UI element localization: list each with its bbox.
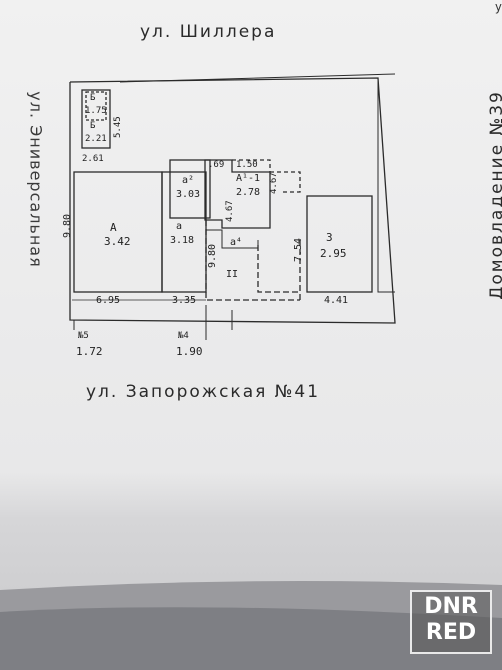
corner-mark: у (494, 0, 502, 14)
dim-7-54: 7.54 (293, 237, 304, 262)
watermark-line-1: DNR (424, 594, 478, 619)
room-b1-value: 1.75 (85, 106, 107, 116)
building-a2 (169, 159, 211, 219)
dim-3-35: 3.35 (172, 295, 197, 306)
inner-wall (206, 229, 259, 249)
dim-0-69: .69 (208, 160, 225, 170)
yard-label: II (226, 269, 239, 280)
room-z-name: З (326, 231, 333, 244)
room-b2-value: 2.21 (85, 134, 107, 144)
dim-9-80-b: 9.80 (207, 243, 218, 268)
dnr-red-watermark: DNR RED (410, 590, 492, 654)
right-fence (377, 78, 395, 293)
room-a4-name: а⁴ (230, 237, 243, 248)
room-b1-name: Б (90, 93, 96, 103)
room-z-value: 2.95 (320, 247, 347, 260)
dim-4-67-b: 4.67 (269, 172, 279, 194)
neighbor-4-value: 1.90 (176, 345, 203, 358)
yard-boundary (205, 220, 301, 301)
dim-5-45: 5.45 (113, 116, 123, 138)
street-name-right: Домовладение №39 (486, 90, 502, 300)
room-a-name: А (110, 221, 117, 234)
street-name-left: ул. Эниверсальная (26, 91, 46, 268)
site-plan (69, 73, 396, 340)
room-b2-name: Б (90, 121, 96, 131)
room-a-small-value: 3.18 (170, 235, 195, 246)
neighbor-4-label: №4 (178, 331, 189, 341)
dim-4-67-a: 4.67 (225, 200, 235, 222)
top-fence (119, 73, 396, 83)
room-a2-value: 3.03 (176, 189, 201, 200)
building-b (81, 89, 111, 149)
dim-2-61: 2.61 (82, 154, 104, 164)
room-a-value: 3.42 (104, 235, 131, 248)
dim-4-41: 4.41 (324, 295, 349, 306)
street-name-top: ул. Шиллера (140, 22, 277, 42)
room-a1-value: 2.78 (236, 187, 261, 198)
building-z (306, 195, 373, 293)
neighbor-5-label: №5 (78, 331, 89, 341)
dim-9-80: 9.80 (62, 213, 73, 238)
room-a2-name: а² (182, 175, 195, 186)
room-a1-name: А¹-1 (236, 173, 261, 184)
dim-1-50: 1.50 (236, 160, 258, 170)
street-name-bottom: ул. Запорожская №41 (86, 382, 321, 402)
watermark-line-2: RED (425, 620, 477, 645)
neighbor-5-value: 1.72 (76, 345, 103, 358)
extension-a1 (204, 159, 271, 229)
lot-boundary (69, 77, 396, 324)
dim-6-95: 6.95 (96, 295, 121, 306)
room-a-small-name: а (176, 221, 183, 232)
